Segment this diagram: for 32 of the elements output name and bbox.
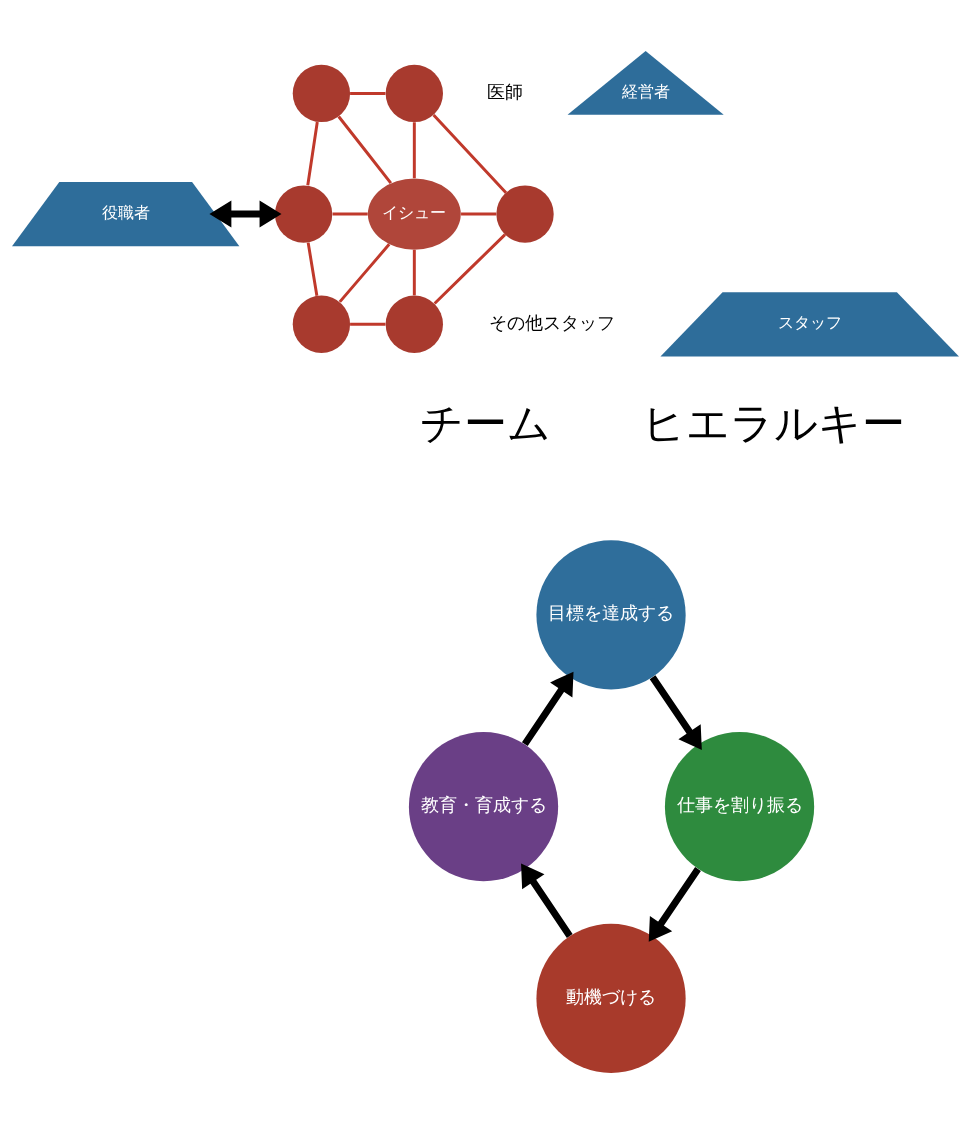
connector: [412, 121, 416, 178]
arrow: [521, 863, 573, 938]
connector: [332, 212, 368, 216]
node-circle: [274, 184, 333, 243]
connector: [338, 242, 391, 303]
connector: [337, 115, 392, 184]
node-circle: 目標を達成する: [536, 539, 686, 689]
connector: [306, 121, 319, 185]
arrow: [648, 866, 701, 942]
arrow: [521, 671, 574, 746]
node-circle: 教育・育成する: [408, 731, 559, 881]
node-text: その他スタッフ: [488, 311, 615, 333]
node-circle: [292, 64, 351, 122]
connector: [350, 322, 386, 326]
connector: [306, 241, 319, 296]
node-circle: [385, 295, 443, 353]
label: ヒエラルキー: [641, 397, 905, 448]
arrow: [209, 200, 282, 227]
connector: [433, 233, 507, 305]
node-circle: 動機づける: [536, 923, 686, 1073]
connector: [461, 212, 497, 216]
label: チーム: [420, 397, 551, 448]
connector: [412, 249, 416, 295]
node-circle: 仕事を割り振る: [664, 731, 815, 881]
connector: [432, 113, 508, 194]
node-text: 医師: [487, 80, 524, 102]
node-ellipse: イシュー: [367, 177, 461, 250]
arrow: [649, 674, 702, 750]
node-circle: [292, 295, 351, 353]
connector: [350, 91, 386, 95]
node-circle: [385, 64, 443, 122]
node-circle: [496, 184, 554, 243]
